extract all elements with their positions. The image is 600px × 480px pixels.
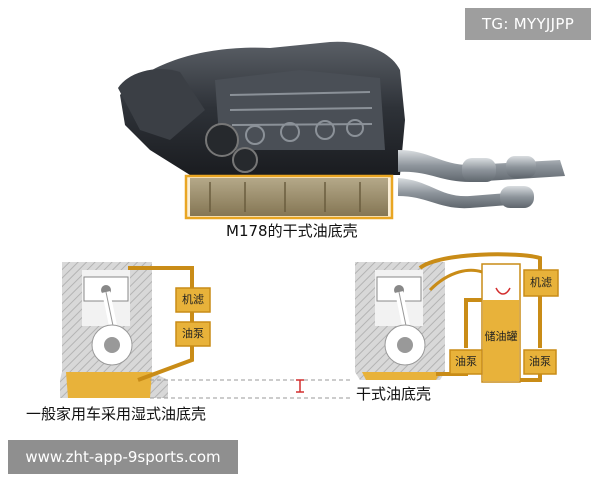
dry-sump-caption: 干式油底壳 [356, 385, 432, 403]
dry-pump-right-label: 油泵 [529, 355, 551, 368]
wet-sump-caption: 一般家用车采用湿式油底壳 [26, 405, 207, 423]
dry-sump-diagram [355, 252, 559, 383]
wet-sump-diagram [60, 262, 211, 398]
dry-sump-highlight-box [184, 174, 394, 220]
oil-tank-label: 储油罐 [484, 330, 518, 343]
wet-pump-label: 油泵 [182, 327, 204, 340]
engine-caption: M178的干式油底壳 [226, 222, 358, 240]
tg-watermark: TG: MYYJJPP [465, 8, 591, 40]
engine-illustration [118, 41, 565, 216]
dry-pump-left-label: 油泵 [455, 355, 477, 368]
dry-filter-label: 机滤 [530, 276, 552, 289]
height-difference-marker [296, 379, 304, 393]
wet-filter-label: 机滤 [182, 293, 204, 306]
url-watermark: www.zht-app-9sports.com [8, 440, 238, 474]
